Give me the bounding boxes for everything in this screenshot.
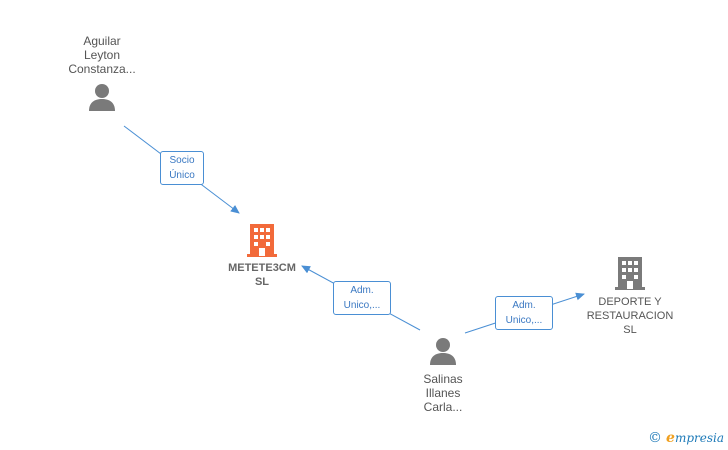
node-salinas-label: Salinas Illanes Carla... <box>423 372 463 414</box>
edge-adm2-label[interactable]: Adm. Unico,... <box>495 296 553 330</box>
node-salinas[interactable]: Salinas Illanes Carla... <box>393 336 493 414</box>
empresia-logo: © empresia <box>648 430 724 446</box>
brand-name: mpresia <box>674 431 724 445</box>
building-icon <box>247 224 277 257</box>
brand-e: e <box>666 430 675 446</box>
node-aguilar-label: Aguilar Leyton Constanza... <box>68 34 136 76</box>
person-icon <box>89 84 115 111</box>
node-metete-label: METETE3CM SL <box>228 262 296 288</box>
node-deporte-label: DEPORTE Y RESTAURACION SL <box>586 296 674 336</box>
building-icon <box>615 257 645 290</box>
person-icon <box>430 338 456 365</box>
node-aguilar[interactable]: Aguilar Leyton Constanza... <box>52 34 152 112</box>
copyright-symbol: © <box>648 430 663 446</box>
node-metete[interactable]: METETE3CM SL <box>212 222 312 289</box>
edge-socio-label[interactable]: Socio Único <box>160 151 204 185</box>
edge-adm1-label[interactable]: Adm. Unico,... <box>333 281 391 315</box>
node-deporte[interactable]: DEPORTE Y RESTAURACION SL <box>575 255 685 337</box>
